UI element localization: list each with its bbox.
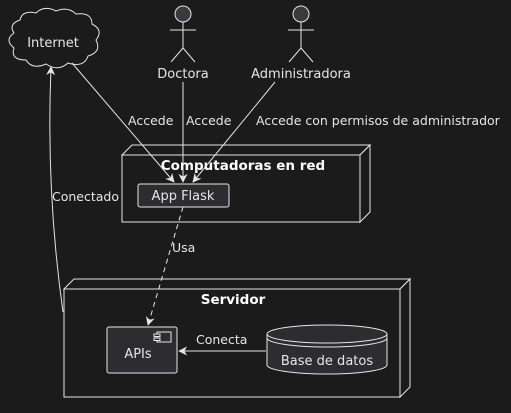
edge-db-apis: Conecta (178, 332, 266, 356)
edge-app-apis: Usa (145, 206, 195, 326)
administradora-label: Administradora (251, 67, 351, 82)
app-flask-label: App Flask (152, 189, 215, 204)
doctora-label: Doctora (157, 67, 208, 82)
edge-label-servidor-internet: Conectado (52, 189, 119, 204)
edge-doctora-app: Accede (178, 82, 232, 183)
edge-label-admin-app: Accede con permisos de administrador (256, 113, 501, 128)
servidor-label: Servidor (201, 292, 266, 308)
base-datos-database: Base de datos (266, 324, 388, 375)
administradora-actor: Administradora (251, 5, 351, 82)
app-flask-component: App Flask (137, 183, 230, 208)
computadoras-label: Computadoras en red (161, 158, 325, 174)
base-datos-label: Base de datos (281, 354, 373, 369)
edge-label-db-apis: Conecta (196, 332, 247, 347)
internet-label: Internet (27, 36, 79, 51)
doctora-actor: Doctora (157, 5, 209, 82)
internet-cloud: Internet (8, 7, 100, 69)
apis-component: APIs (106, 326, 178, 374)
edge-label-internet-app: Accede (128, 113, 174, 128)
edge-admin-app: Accede con permisos de administrador (192, 81, 501, 183)
edge-internet-app: Accede (71, 62, 175, 183)
apis-label: APIs (124, 347, 152, 362)
edge-servidor-internet: Conectado (46, 66, 119, 313)
edge-label-doctora-app: Accede (186, 113, 232, 128)
edge-label-app-apis: Usa (172, 240, 195, 255)
